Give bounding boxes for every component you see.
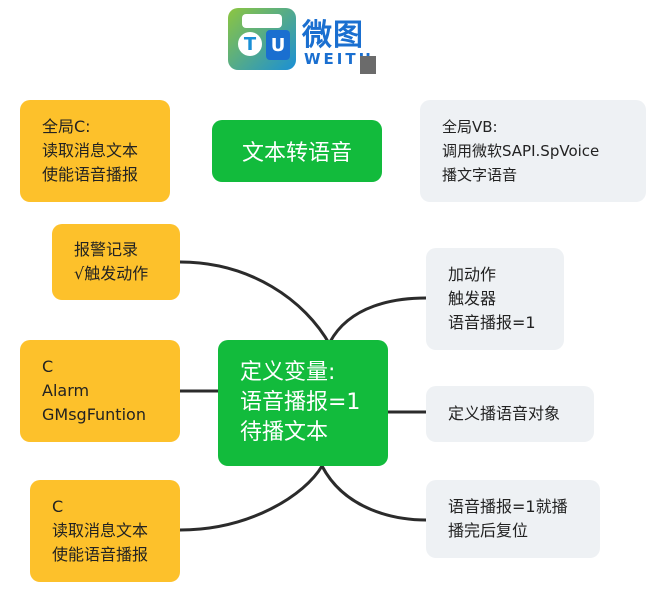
c-read-message-node: C 读取消息文本 使能语音播报 [30, 480, 180, 582]
alarm-log-line-2: √触发动作 [74, 264, 149, 283]
connector-left-1 [179, 260, 332, 346]
logo-badge: T U [228, 8, 296, 70]
center-line-3: 待播文本 [240, 420, 329, 445]
add-action-line-2: 触发器 [448, 289, 497, 308]
global-vb-node: 全局VB: 调用微软SAPI.SpVoice 播文字语音 [420, 100, 646, 202]
global-c-line-2: 读取消息文本 [42, 141, 139, 160]
logo-badge-bar [242, 14, 282, 28]
global-vb-line-1: 全局VB: [442, 118, 498, 136]
global-c-line-3: 使能语音播报 [42, 165, 139, 184]
logo-badge-u: U [266, 30, 290, 60]
center-line-1: 定义变量: [240, 360, 336, 385]
add-action-line-1: 加动作 [448, 265, 497, 284]
voice-object-line-1: 定义播语音对象 [448, 404, 561, 423]
alarm-log-node: 报警记录 √触发动作 [52, 224, 180, 300]
add-action-line-3: 语音播报=1 [448, 313, 536, 332]
c-alarm-line-3: GMsgFuntion [42, 405, 146, 424]
c-read-line-2: 读取消息文本 [52, 521, 149, 540]
title-node: 文本转语音 [212, 120, 382, 182]
c-read-line-1: C [52, 497, 64, 516]
c-alarm-line-2: Alarm [42, 381, 90, 400]
play-reset-node: 语音播报=1就播 播完后复位 [426, 480, 600, 558]
global-c-node: 全局C: 读取消息文本 使能语音播报 [20, 100, 170, 202]
logo-corner-mark [360, 56, 376, 74]
connector-right-1 [328, 296, 427, 343]
add-action-node: 加动作 触发器 语音播报=1 [426, 248, 564, 350]
weitu-logo: T U 微图 WEITU [228, 8, 380, 76]
alarm-log-line-1: 报警记录 [74, 240, 139, 259]
center-line-2: 语音播报=1 [240, 390, 361, 415]
logo-badge-t: T [238, 32, 262, 56]
global-vb-line-2: 调用微软SAPI.SpVoice [442, 142, 600, 160]
title-text: 文本转语音 [241, 141, 352, 166]
play-reset-line-1: 语音播报=1就播 [448, 497, 568, 516]
connector-right-3 [320, 465, 427, 522]
play-reset-line-2: 播完后复位 [448, 521, 529, 540]
connector-left-3 [179, 465, 324, 532]
global-vb-line-3: 播文字语音 [442, 166, 518, 184]
c-read-line-3: 使能语音播报 [52, 545, 149, 564]
global-c-line-1: 全局C: [42, 117, 91, 136]
voice-object-node: 定义播语音对象 [426, 386, 594, 442]
c-alarm-function-node: C Alarm GMsgFuntion [20, 340, 180, 442]
logo-name-en: WEITU [304, 50, 374, 68]
logo-name-cn: 微图 [302, 18, 364, 53]
c-alarm-line-1: C [42, 357, 54, 376]
center-node: 定义变量: 语音播报=1 待播文本 [218, 340, 388, 466]
